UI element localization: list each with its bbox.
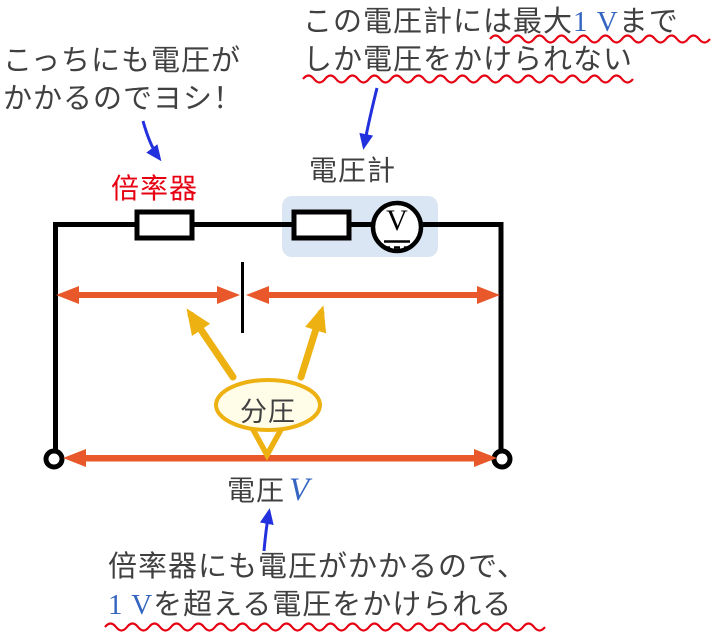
blue-arrow-to-voltmeter	[359, 87, 379, 150]
multiplier-resistor	[134, 209, 195, 241]
annotation-arrows	[141, 87, 379, 552]
division-label: 分圧	[240, 397, 296, 427]
voltmeter-resistor	[291, 209, 352, 241]
note-bottom: 倍率器にも電圧がかかるので、 1 Vを超える電圧をかけられる	[108, 548, 527, 624]
over-voltage-value: 1 V	[108, 589, 154, 621]
blue-arrow-to-voltage	[259, 508, 274, 552]
note-top-left: こっちにも電圧が かかるのでヨシ！	[3, 42, 243, 118]
note-bottom-post: を超える電圧をかけられる	[153, 589, 513, 621]
note-top-right-line2: しか電圧をかけられない	[303, 44, 634, 76]
meter-glyph: V	[386, 204, 408, 237]
note-top-right-line1: この電圧計には最大1 Vまで	[303, 3, 679, 41]
bubble-arrow-right	[297, 305, 327, 381]
circuit-loop	[53, 222, 504, 450]
voltage-symbol: V	[289, 472, 310, 508]
wavy-underline-top1	[489, 34, 711, 44]
division-bubble	[214, 378, 322, 432]
bubble-arrow-left	[186, 308, 237, 381]
note-top-right-pre: この電圧計には最大	[303, 6, 574, 38]
blue-arrow-to-multiplier	[141, 120, 162, 162]
note-top-left-line2: かかるのでヨシ！	[3, 83, 244, 115]
note-bottom-line1: 倍率器にも電圧がかかるので、	[108, 551, 527, 583]
voltage-label-text: 電圧	[227, 475, 286, 506]
voltmeter-dial	[370, 200, 424, 254]
wavy-underline-bottom	[104, 622, 546, 632]
max-voltage-value: 1 V	[573, 6, 619, 38]
span-arrows	[56, 286, 500, 304]
multiplier-label: 倍率器	[111, 173, 199, 204]
total-voltage-arrow	[63, 449, 497, 467]
note-bottom-line2: 1 Vを超える電圧をかけられる	[108, 586, 527, 624]
note-top-right: この電圧計には最大1 Vまで しか電圧をかけられない	[303, 3, 679, 79]
terminal-right	[491, 448, 513, 470]
wavy-underline-top2	[302, 74, 634, 84]
wavy-underlines	[104, 34, 711, 632]
note-top-right-post: まで	[618, 6, 679, 38]
voltmeter-label: 電圧計	[309, 155, 397, 186]
terminal-left	[43, 448, 65, 470]
span-arrow-right	[246, 286, 500, 304]
span-arrow-left	[56, 286, 240, 304]
note-top-left-line1: こっちにも電圧が	[3, 45, 241, 77]
